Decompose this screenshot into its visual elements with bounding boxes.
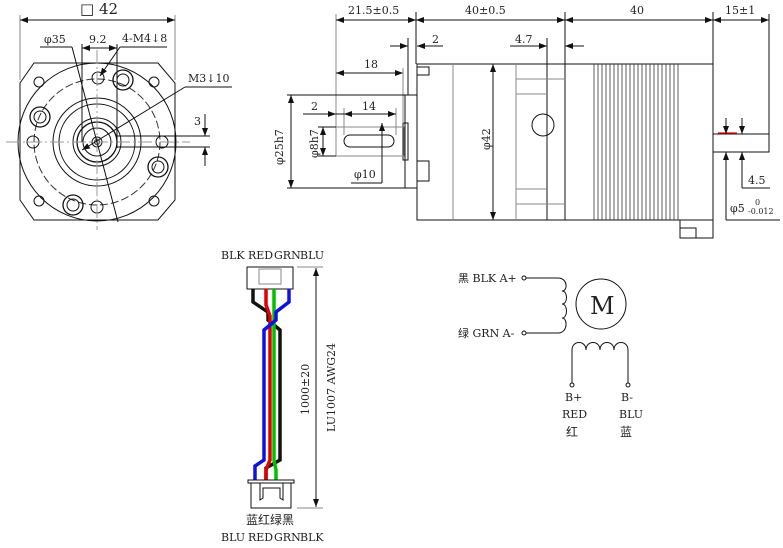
bottom-connector xyxy=(250,482,292,509)
cable-bottom-cn: 蓝红绿黑 xyxy=(246,512,294,527)
cable-bottom-label-0: BLU xyxy=(221,531,245,544)
a-minus-label: 绿 GRN A- xyxy=(458,326,515,340)
motor-symbol-label: M xyxy=(590,292,615,320)
cable-top-label-1: RED xyxy=(248,249,273,262)
square-size-label: □ 42 xyxy=(80,0,118,18)
flat-depth-label: 3 xyxy=(194,115,201,128)
wire-grn xyxy=(272,289,278,480)
b-minus-color: BLU xyxy=(619,408,643,421)
side-view: 21.5±0.5 40±0.5 40 15±1 2 4.7 18 2 14 φ2… xyxy=(273,4,780,239)
cable-bottom-label-3: BLK xyxy=(300,531,324,544)
cable-top-label-3: BLU xyxy=(300,249,324,262)
offset-label: 4.7 xyxy=(515,33,533,46)
rear-tol-upper: 0 xyxy=(755,198,760,207)
key-offset-label: 2 xyxy=(311,100,318,113)
a-minus-terminal xyxy=(521,330,527,336)
rear-shaft-dia-label: φ5 xyxy=(730,202,745,215)
wire-spec-label: LU1007 AWG24 xyxy=(325,343,338,432)
b-minus-cn: 蓝 xyxy=(620,425,632,439)
cable-bottom-label-1: RED xyxy=(248,531,273,544)
flat-width-label: 9.2 xyxy=(89,33,107,46)
body-dia-label: φ42 xyxy=(480,128,493,150)
cable-bottom-label-2: GRN xyxy=(274,531,301,544)
shaft-dia-label: φ8h7 xyxy=(308,129,321,158)
rear-tol-lower: -0.012 xyxy=(748,207,774,216)
b-plus-terminal xyxy=(569,382,575,388)
screw-heads xyxy=(29,69,169,216)
cable-length-label: 1000±20 xyxy=(299,364,312,415)
side-port xyxy=(531,113,555,137)
pilot xyxy=(404,94,418,189)
wire-blu xyxy=(253,289,291,480)
flange-outline xyxy=(19,62,176,221)
wiring-schematic: 黑 BLK A+ 绿 GRN A- M B+ RED 红 B- BLU 蓝 xyxy=(458,272,643,439)
b-plus-cn: 红 xyxy=(566,424,578,439)
cable-wires xyxy=(251,289,291,480)
rear-flat-label: 4.5 xyxy=(748,174,766,187)
shoulder-dia-label: φ10 xyxy=(354,168,376,181)
b-minus-label: B- xyxy=(621,391,633,404)
output-shaft xyxy=(335,126,405,157)
b-minus-terminal xyxy=(625,382,631,388)
motor-length-label: 40 xyxy=(630,4,644,17)
cable-top-label-2: GRN xyxy=(274,249,301,262)
cooling-fins xyxy=(593,64,679,220)
top-connector xyxy=(246,266,294,290)
center-thread-label: M3↓10 xyxy=(188,72,229,85)
gearbox-length-label: 40±0.5 xyxy=(465,4,506,17)
wire-red xyxy=(264,289,272,480)
coil-b xyxy=(571,342,629,383)
key-length-label: 14 xyxy=(362,100,376,113)
cable-top-label-0: BLK xyxy=(221,249,245,262)
shaft-length-label: 21.5±0.5 xyxy=(348,4,399,17)
b-plus-color: RED xyxy=(562,408,587,421)
pilot-dia-side-label: φ25h7 xyxy=(273,129,286,165)
keyway xyxy=(343,134,395,148)
mount-holes-label: 4-M4↓8 xyxy=(122,32,167,45)
pilot-dia-label: φ35 xyxy=(44,33,66,46)
b-plus-label: B+ xyxy=(565,391,582,404)
front-view: □ 42 9.2 φ35 xyxy=(6,0,232,230)
rear-shaft xyxy=(712,133,770,153)
flange-thickness-label: 2 xyxy=(432,33,439,46)
shaft-to-flange-label: 18 xyxy=(364,58,378,71)
a-plus-label: 黑 BLK A+ xyxy=(458,272,517,285)
cable-drawing: BLK RED GRN BLU 1000±20 LU1007 AWG24 蓝红绿… xyxy=(221,249,338,544)
a-plus-terminal xyxy=(521,275,527,281)
coil-a xyxy=(526,277,567,334)
rear-shaft-length-label: 15±1 xyxy=(725,4,755,17)
motor-symbol xyxy=(575,278,627,330)
